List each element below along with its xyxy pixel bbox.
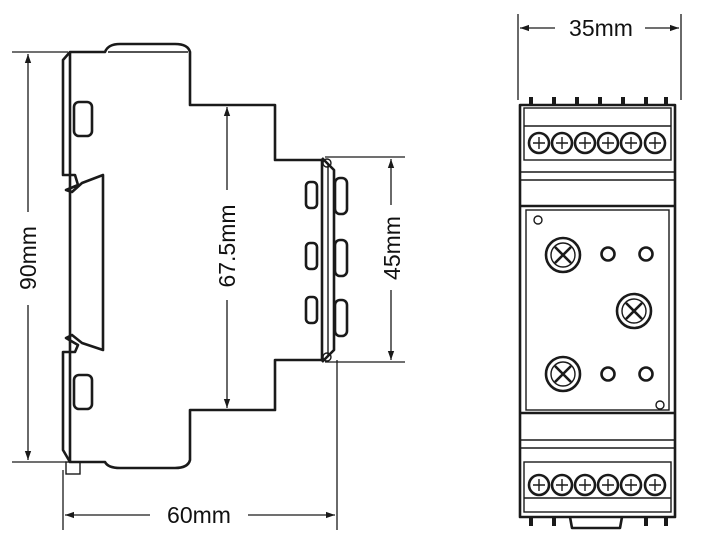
front-slot-1 [304,180,319,210]
side-view-outline [68,42,324,470]
led-indicators [600,246,654,382]
top-terminal-block [523,107,672,161]
panel-screw-bottom [655,400,665,410]
terminal-screw-icon [573,131,597,155]
terminal-screw-icon [550,131,574,155]
led-icon [600,366,616,382]
dim-label-45mm: 45mm [379,216,405,280]
dim-35mm: 35mm [517,14,682,100]
potentiometer-knob-icon [544,355,582,393]
terminal-screw-icon [573,473,597,497]
slot-lower [72,373,94,411]
dim-label-67-5mm: 67.5mm [214,204,240,287]
front-view-outline [518,103,677,519]
side-knob-3 [333,298,349,338]
led-icon [638,246,654,262]
bottom-pins [529,518,668,526]
din-clip-contour [61,51,105,463]
bottom-foot [65,461,81,475]
bezel-screw-bottom [322,352,332,362]
top-pins [529,97,668,106]
top-terminal-screws [527,131,667,155]
bezel-screw-top [322,158,332,168]
dim-label-60mm: 60mm [167,502,231,528]
terminal-screw-icon [527,473,551,497]
front-slot-2 [304,241,319,271]
dim-67-5mm: 67.5mm [214,107,240,408]
potentiometer-knob-icon [615,292,653,330]
dim-45mm: 45mm [325,156,405,363]
terminal-screw-icon [527,131,551,155]
front-panel [525,209,670,411]
terminal-screw-icon [643,473,667,497]
dim-label-90mm: 90mm [15,226,41,290]
dim-label-35mm: 35mm [569,15,633,41]
panel-screw-top [533,215,543,225]
led-icon [600,246,616,262]
side-knob-1 [333,176,349,216]
bottom-terminal-screws [527,473,667,497]
terminal-screw-icon [643,131,667,155]
front-view [518,97,677,530]
front-slot-3 [304,295,319,325]
terminal-screw-icon [550,473,574,497]
bottom-clip [568,516,624,530]
dim-60mm: 60mm [62,360,338,530]
side-view [61,42,349,475]
led-icon [638,366,654,382]
potentiometer-knob-icon [544,236,582,274]
slot-upper [72,100,94,138]
dim-90mm: 90mm [12,51,68,463]
bottom-terminal-block [523,461,672,513]
terminal-screw-icon [596,131,620,155]
terminal-screw-icon [619,131,643,155]
terminal-screw-icon [619,473,643,497]
terminal-screw-icon [596,473,620,497]
side-knob-2 [333,238,349,278]
